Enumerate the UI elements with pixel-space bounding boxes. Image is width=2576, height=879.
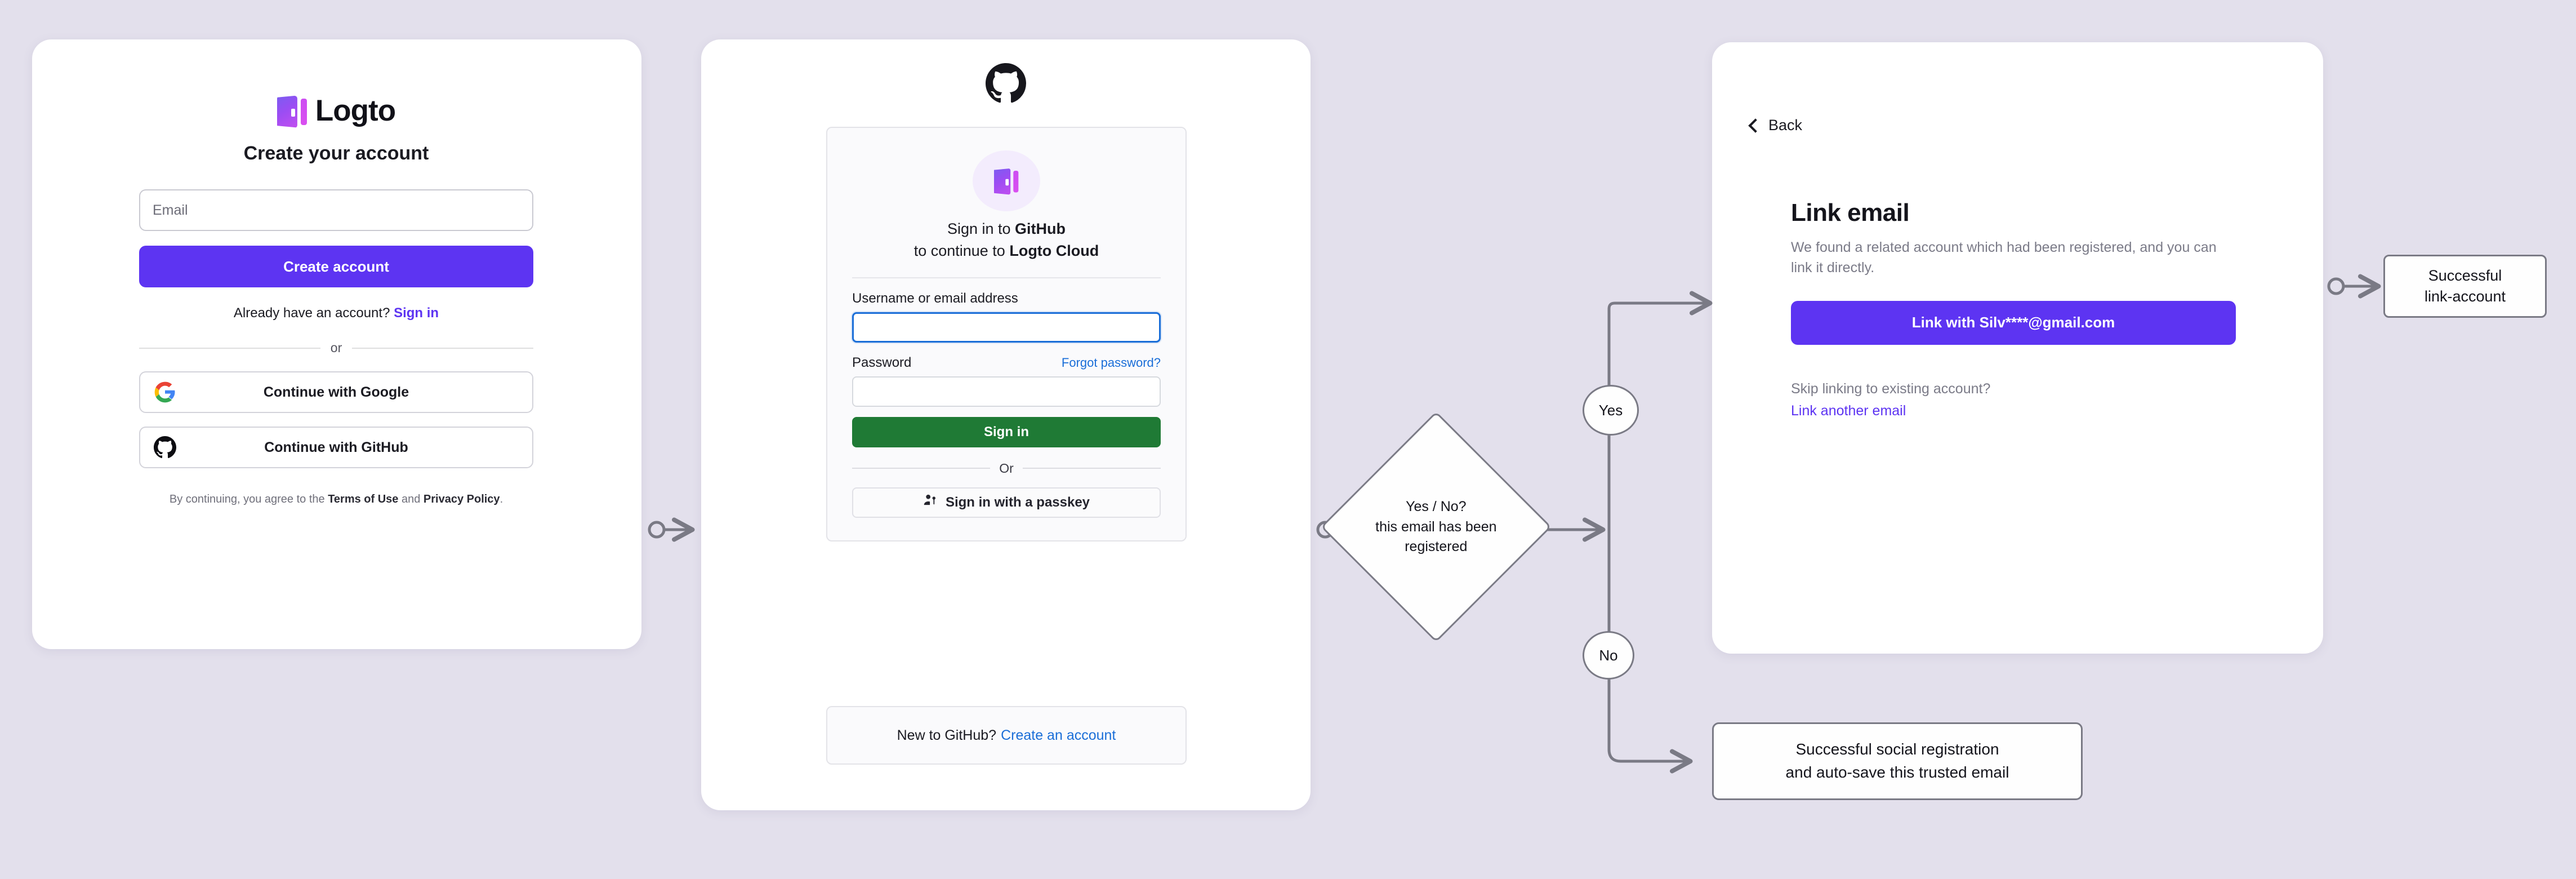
continue-with-google-label: Continue with Google xyxy=(263,384,409,400)
sign-in-link[interactable]: Sign in xyxy=(394,305,439,321)
provider-name: GitHub xyxy=(1015,220,1066,237)
github-logo-icon xyxy=(986,63,1026,104)
logto-door-icon xyxy=(993,167,1019,195)
legal-suffix: . xyxy=(500,493,503,505)
outcome-social-line-1: Successful social registration xyxy=(1795,740,1999,758)
decision-line-2: this email has been xyxy=(1375,518,1497,535)
github-icon xyxy=(154,436,176,459)
outcome-successful-social-registration: Successful social registration and auto-… xyxy=(1712,722,2083,800)
legal-prefix: By continuing, you agree to the xyxy=(169,493,328,505)
new-to-github-text: New to GitHub? xyxy=(897,727,997,743)
sign-in-with-passkey-button[interactable]: Sign in with a passkey xyxy=(852,487,1161,518)
signup-divider: or xyxy=(139,340,534,356)
decision-node-text: Yes / No? this email has been registered xyxy=(1356,497,1516,557)
decision-line-3: registered xyxy=(1405,538,1468,554)
back-label: Back xyxy=(1768,117,1803,134)
username-input[interactable] xyxy=(852,312,1161,343)
legal-and: and xyxy=(398,493,424,505)
signup-title: Create your account xyxy=(243,143,429,164)
divider-rule-left xyxy=(139,347,320,349)
skip-linking-text: Skip linking to existing account? xyxy=(1791,380,1991,397)
create-account-button[interactable]: Create account xyxy=(139,246,533,287)
signup-card: Logto Create your account Email Create a… xyxy=(32,39,641,649)
outcome-link-line-1: Successful xyxy=(2428,267,2502,284)
create-an-account-link[interactable]: Create an account xyxy=(1001,727,1116,743)
link-email-title: Link email xyxy=(1791,199,1910,227)
email-input[interactable]: Email xyxy=(139,189,533,231)
outcome-social-line-2: and auto-save this trusted email xyxy=(1785,763,2009,781)
continue-with-google-button[interactable]: Continue with Google xyxy=(139,371,533,413)
github-signin-heading: Sign in to GitHub to continue to Logto C… xyxy=(852,218,1161,263)
chevron-left-icon xyxy=(1748,118,1763,133)
google-icon xyxy=(154,381,176,403)
github-signin-panel: Sign in to GitHub to continue to Logto C… xyxy=(826,127,1187,541)
github-divider-rule-left xyxy=(852,468,991,469)
logto-wordmark: Logto xyxy=(315,94,396,127)
github-divider-label: Or xyxy=(999,460,1014,476)
github-panel-divider xyxy=(852,277,1161,278)
logto-door-icon xyxy=(277,94,307,128)
github-divider-rule-right xyxy=(1022,468,1161,469)
link-another-email-link[interactable]: Link another email xyxy=(1791,402,1906,419)
link-email-description: We found a related account which had bee… xyxy=(1791,239,2217,276)
passkey-icon xyxy=(923,493,938,512)
logto-brand: Logto xyxy=(139,94,533,128)
password-input[interactable] xyxy=(852,376,1161,407)
outcome-successful-link-account: Successful link-account xyxy=(2383,255,2547,318)
link-email-content: Link email We found a related account wh… xyxy=(1791,199,2241,419)
email-placeholder: Email xyxy=(153,202,188,218)
privacy-policy-link[interactable]: Privacy Policy xyxy=(423,493,500,505)
link-with-email-button[interactable]: Link with Silv****@gmail.com xyxy=(1791,300,2236,345)
github-sign-in-button[interactable]: Sign in xyxy=(852,416,1161,447)
github-create-account-panel: New to GitHub? Create an account xyxy=(826,706,1187,765)
github-signin-card: Sign in to GitHub to continue to Logto C… xyxy=(701,39,1311,810)
password-label-row: Password Forgot password? xyxy=(852,355,1161,371)
already-have-account-row: Already have an account? Sign in xyxy=(139,305,533,321)
already-have-account-text: Already have an account? xyxy=(233,305,390,321)
continue-to-prefix: to continue to xyxy=(913,242,1010,260)
branch-label-no: No xyxy=(1583,631,1634,680)
app-name: Logto Cloud xyxy=(1009,242,1099,260)
terms-of-use-link[interactable]: Terms of Use xyxy=(328,493,399,505)
signup-card-content: Logto Create your account Email Create a… xyxy=(139,39,534,508)
branch-label-yes: Yes xyxy=(1583,385,1639,436)
continue-with-github-label: Continue with GitHub xyxy=(264,439,408,455)
legal-notice: By continuing, you agree to the Terms of… xyxy=(139,491,533,508)
signin-to-prefix: Sign in to xyxy=(947,220,1015,237)
logto-app-badge xyxy=(973,150,1040,211)
outcome-link-line-2: link-account xyxy=(2424,288,2506,305)
password-label: Password xyxy=(852,354,912,370)
link-email-card: Back Link email We found a related accou… xyxy=(1712,42,2323,654)
divider-label: or xyxy=(330,340,342,355)
continue-with-github-button[interactable]: Continue with GitHub xyxy=(139,427,533,468)
passkey-label: Sign in with a passkey xyxy=(945,494,1090,510)
back-button[interactable]: Back xyxy=(1748,117,1803,134)
decision-line-1: Yes / No? xyxy=(1406,498,1467,514)
github-divider: Or xyxy=(852,461,1161,476)
decision-node-email-registered: Yes / No? this email has been registered xyxy=(1320,411,1552,643)
forgot-password-link[interactable]: Forgot password? xyxy=(1061,355,1161,370)
divider-rule-right xyxy=(352,347,534,349)
username-label: Username or email address xyxy=(852,290,1018,306)
